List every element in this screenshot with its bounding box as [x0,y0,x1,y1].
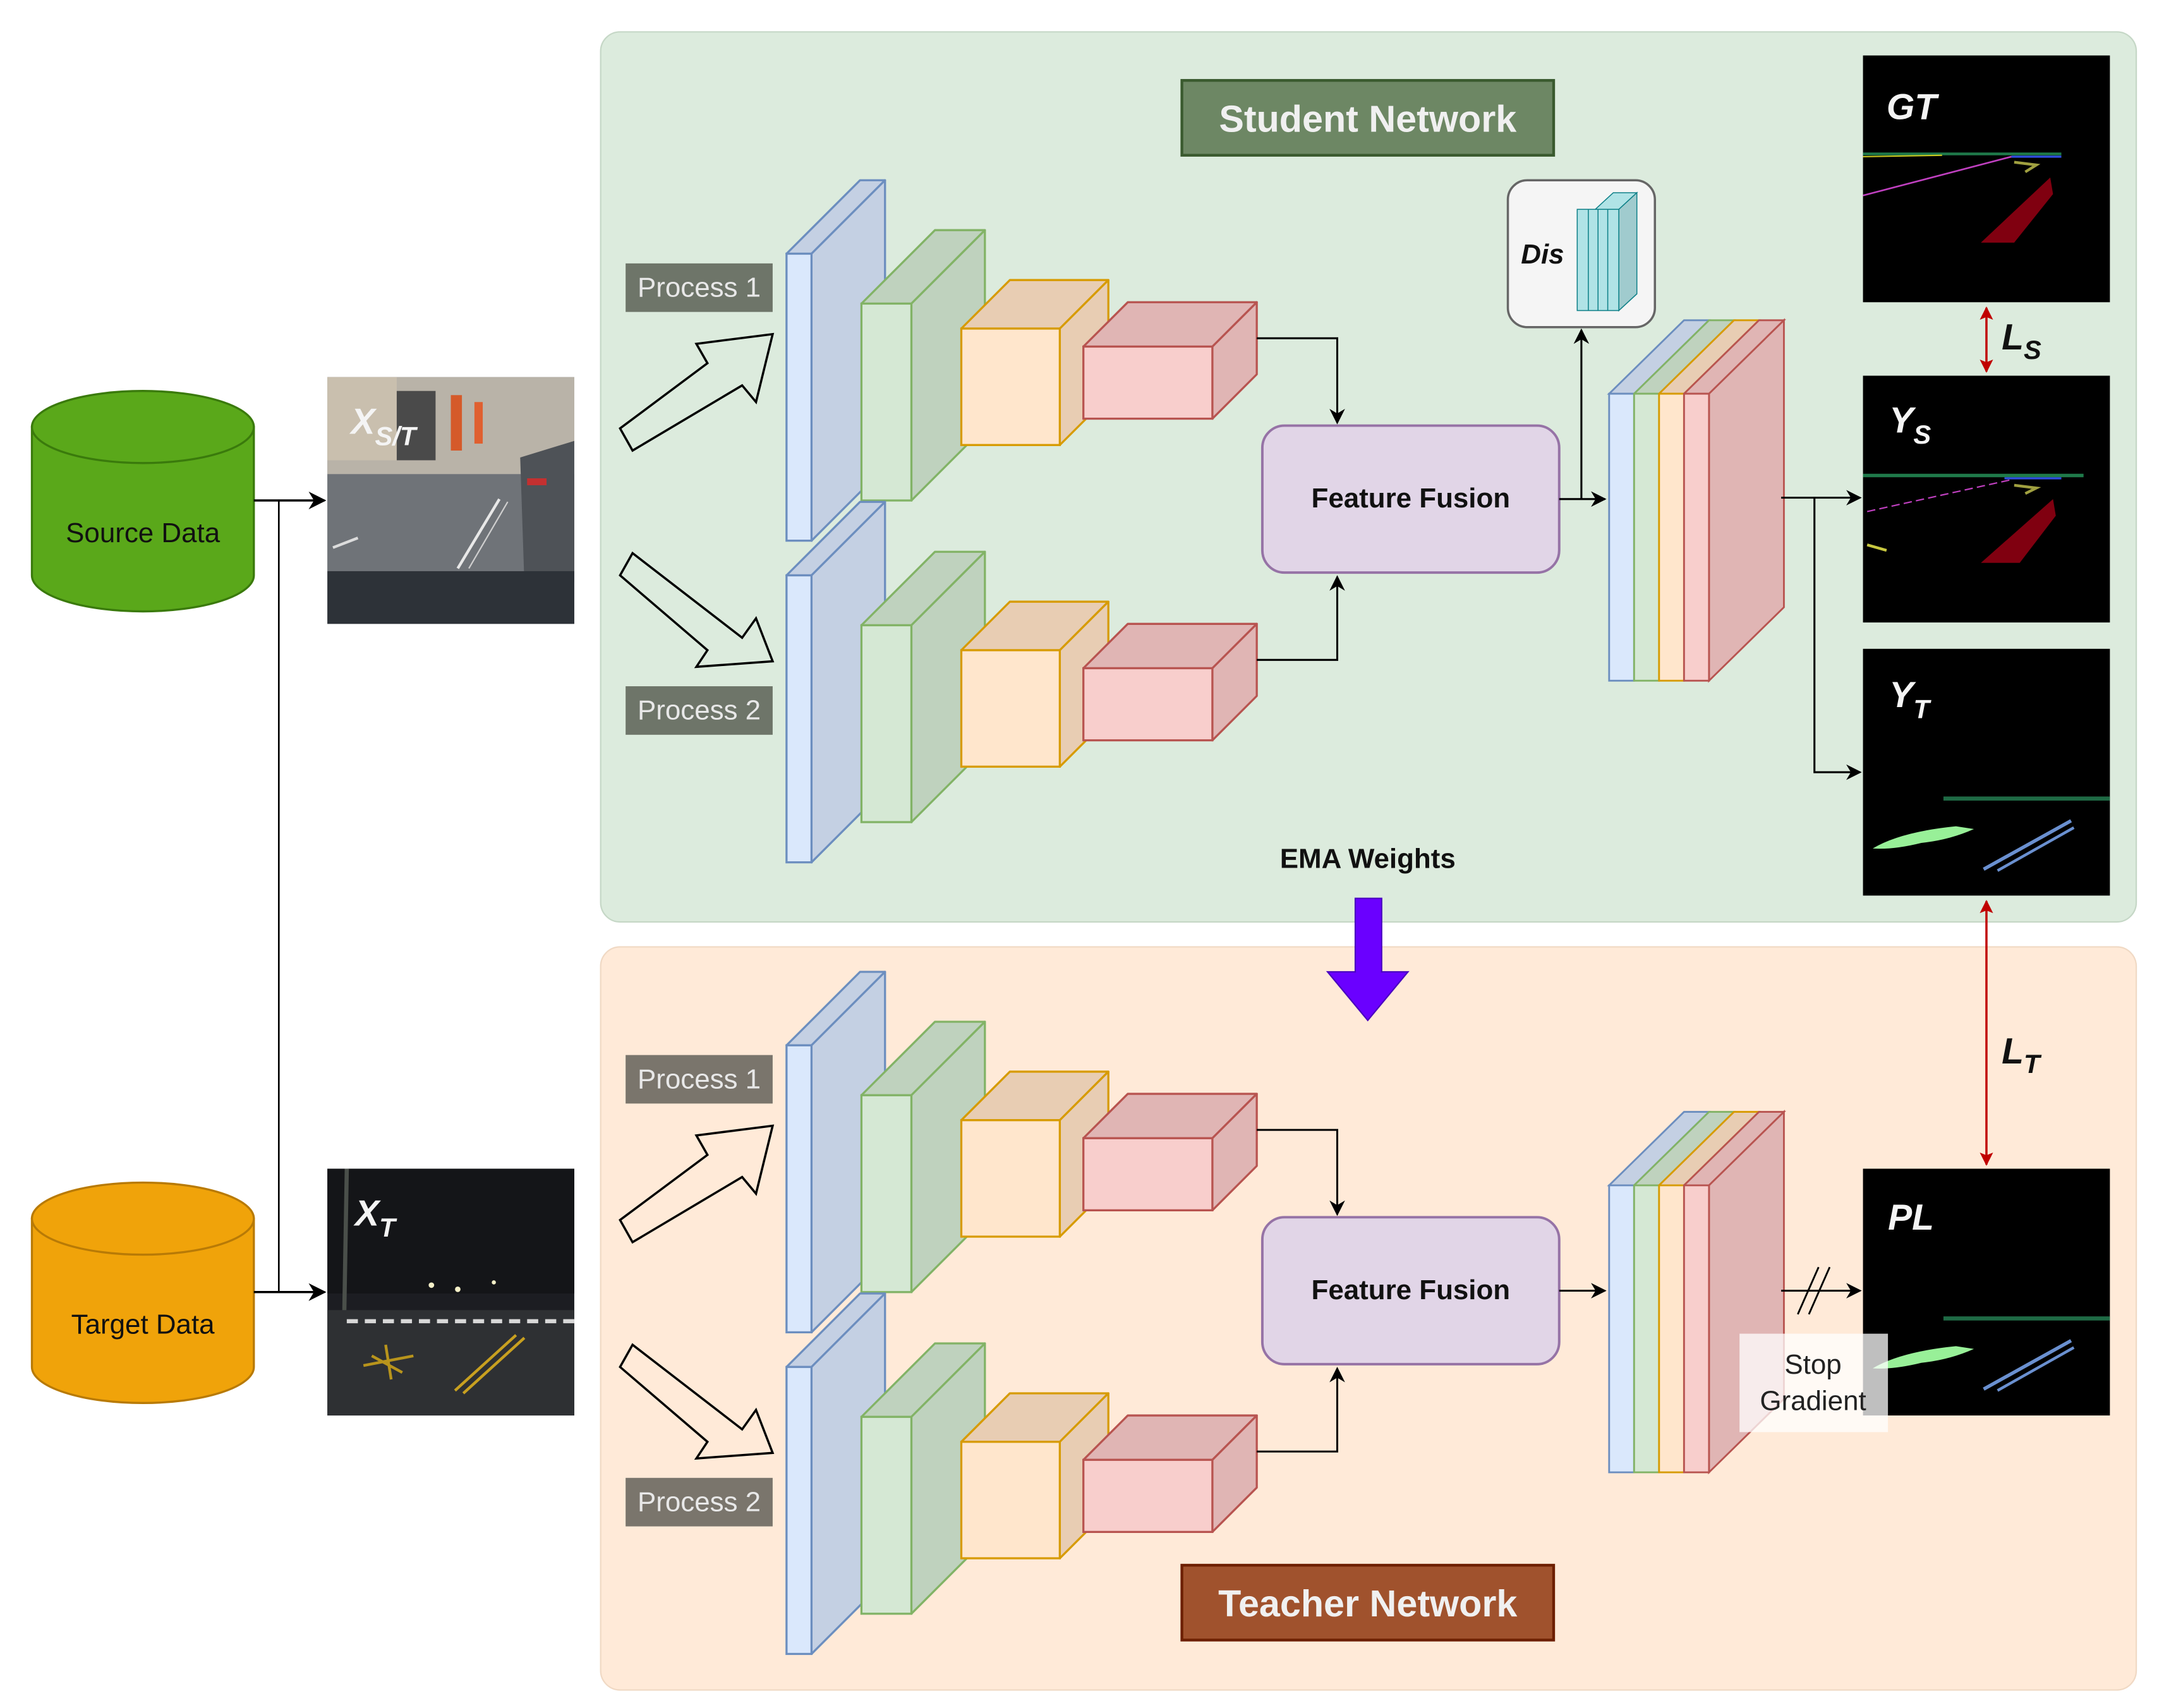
conv-layer-2 [860,550,986,823]
conv-layer-3 [960,1070,1109,1238]
teacher-network-title: Teacher Network [1180,1563,1556,1642]
pl-label: PL [1888,1197,1934,1238]
student-process-2-arrow-icon [619,551,775,669]
fusion-connectors [1257,337,1345,1453]
source-image-label: XS/T [349,402,418,451]
discriminator-layers-icon [1576,191,1638,312]
student-process-1-encoder [785,179,1258,542]
input-connectors [253,491,327,1301]
discriminator-box: Dis [1506,179,1657,329]
target-data-label: Target Data [71,1309,215,1340]
svg-text:Feature Fusion: Feature Fusion [1312,483,1511,514]
teacher-process-1-arrow-icon [619,1124,775,1244]
feature-slice [1633,392,1660,682]
student-process-1-arrow-icon [619,332,775,452]
yt-label: YT [1889,675,1931,724]
conv-layer-4 [1082,1414,1258,1534]
svg-text:Process 1: Process 1 [638,272,761,303]
student-feature-fusion: Feature Fusion [1260,424,1561,574]
pl-map: PL [1863,1168,2110,1416]
feature-slice [1658,392,1685,682]
ys-map: YS [1863,375,2110,623]
svg-text:Feature Fusion: Feature Fusion [1312,1275,1511,1305]
target-image: XT [327,1168,574,1416]
teacher-feature-fusion: Feature Fusion [1260,1216,1561,1366]
conv-layer-4 [1082,622,1258,742]
feature-slice [1658,1184,1685,1474]
feature-slice [1608,392,1635,682]
loss-ls: LS [1980,306,2041,373]
yt-map: YT [1863,648,2110,896]
student-network-label: Student Network [1219,97,1517,140]
teacher-process-2-encoder [785,1292,1258,1656]
feature-slice [1683,1184,1710,1474]
svg-text:Gradient: Gradient [1760,1385,1866,1416]
student-network-title: Student Network [1180,79,1556,157]
svg-text:Stop: Stop [1784,1349,1841,1380]
conv-layer-4 [1082,301,1258,420]
stack-connectors [1559,328,1862,1315]
source-image: XS/T [327,377,574,624]
teacher-process-2-arrow-icon [619,1343,775,1460]
discriminator-label: Dis [1521,239,1564,270]
student-fused-feature-stack [1607,318,1786,683]
lt-label: LT [2002,1031,2042,1079]
gt-label: GT [1887,87,1939,128]
teacher-process-2-label: Process 2 [626,1477,773,1527]
ys-label: YS [1889,401,1931,450]
teacher-process-1-label: Process 1 [626,1055,773,1104]
feature-slice [1608,1184,1635,1474]
loss-lt: LT [1980,899,2042,1166]
svg-text:Process 2: Process 2 [638,695,761,726]
student-process-2-label: Process 2 [626,686,773,735]
ema-arrow-icon [1326,897,1410,1022]
stop-gradient-label: Stop Gradient [1739,1333,1889,1432]
source-data-cylinder: Source Data [30,390,255,613]
student-process-1-label: Process 1 [626,263,773,312]
teacher-network-label: Teacher Network [1218,1582,1518,1625]
ema-label: EMA Weights [1280,843,1456,874]
ls-label: LS [2002,317,2041,365]
teacher-process-1-encoder [785,971,1258,1334]
svg-text:Process 2: Process 2 [638,1486,761,1517]
student-process-2-encoder [785,500,1258,864]
svg-text:Process 1: Process 1 [638,1063,761,1094]
feature-slice [1633,1184,1660,1474]
gt-map: GT [1863,55,2110,303]
target-image-label: XT [353,1194,397,1243]
target-data-cylinder: Target Data [30,1181,255,1404]
feature-slice [1683,392,1710,682]
ema-weights: EMA Weights [1280,843,1456,1022]
source-data-label: Source Data [66,518,221,548]
conv-layer-4 [1082,1093,1258,1212]
